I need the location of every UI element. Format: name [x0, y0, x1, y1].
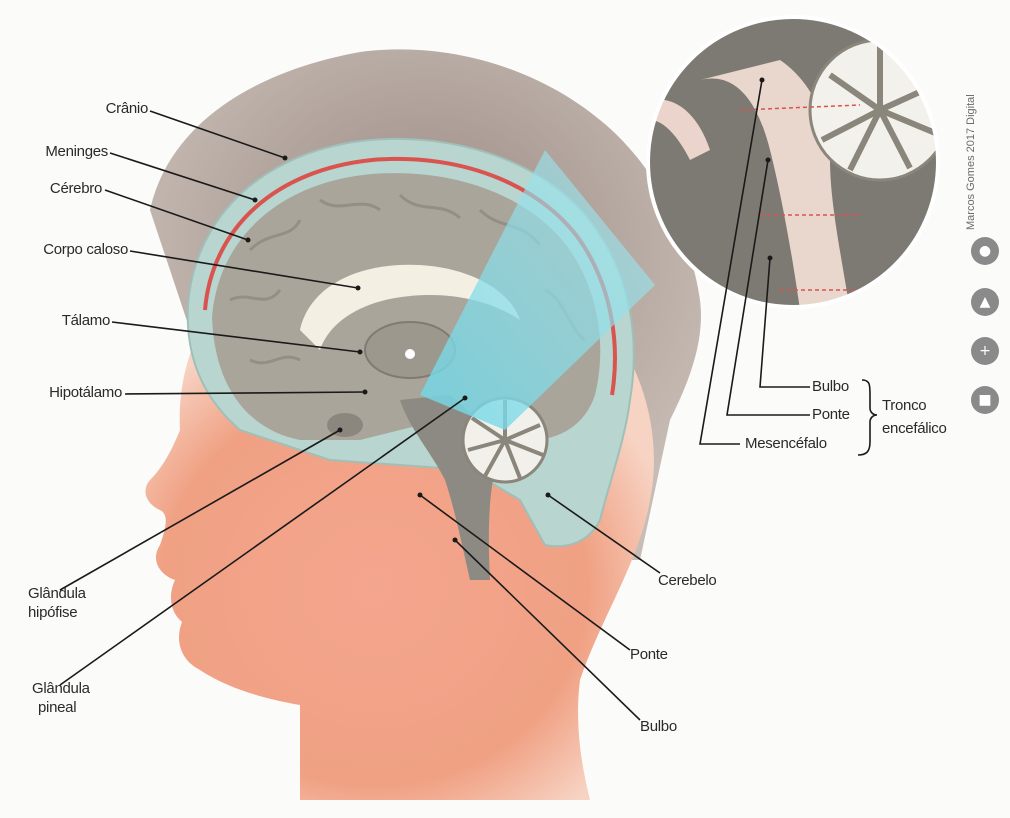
- pituitary: [327, 413, 363, 437]
- label-tronco-2: encefálico: [882, 420, 947, 438]
- label-tronco-1: Tronco: [882, 397, 926, 415]
- label-inset-mesencefalo: Mesencéfalo: [745, 435, 827, 453]
- tronco-brace: [858, 380, 877, 455]
- label-meninges: Meninges: [20, 143, 108, 161]
- label-hipotalamo: Hipotálamo: [10, 384, 122, 402]
- eye-icon[interactable]: ▲: [971, 288, 999, 316]
- pineal-spot: [405, 349, 415, 359]
- label-inset-ponte: Ponte: [812, 406, 850, 424]
- label-cerebro: Cérebro: [20, 180, 102, 198]
- label-ponte: Ponte: [630, 646, 668, 664]
- label-bulbo: Bulbo: [640, 718, 677, 736]
- label-inset-bulbo: Bulbo: [812, 378, 849, 396]
- accessibility-icon[interactable]: ●: [971, 237, 999, 265]
- label-glandula-hipofise-1: Glândula: [28, 585, 86, 603]
- image-credit: Marcos Gomes 2017 Digital: [965, 20, 981, 230]
- label-cerebelo: Cerebelo: [658, 572, 716, 590]
- label-corpo-caloso: Corpo caloso: [10, 241, 128, 259]
- label-glandula-pineal-1: Glândula: [32, 680, 90, 698]
- label-glandula-hipofise-2: hipófise: [28, 604, 77, 622]
- label-glandula-pineal-2: pineal: [38, 699, 76, 717]
- tablet-icon[interactable]: ■: [971, 386, 999, 414]
- zoom-in-icon[interactable]: +: [971, 337, 999, 365]
- label-talamo: Tálamo: [20, 312, 110, 330]
- label-cranio: Crânio: [80, 100, 148, 118]
